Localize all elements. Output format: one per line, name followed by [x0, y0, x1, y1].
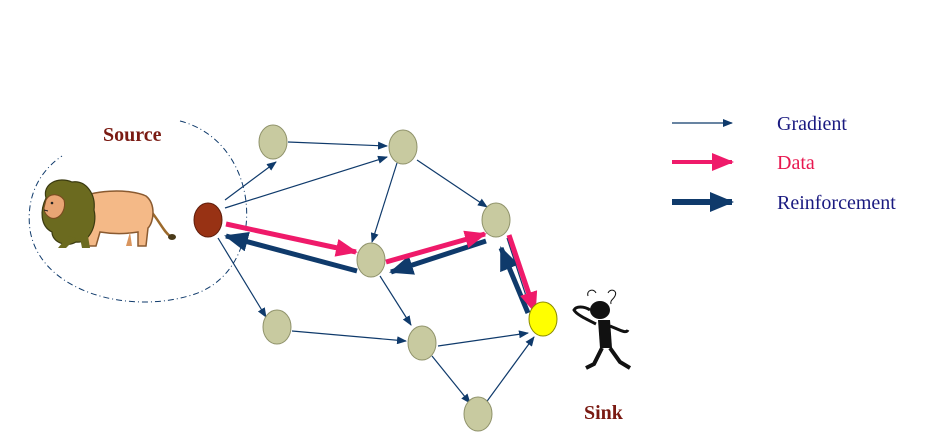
data-edge: [385, 230, 487, 265]
legend-reinforcement-label: Reinforcement: [777, 192, 896, 214]
network-node: [262, 309, 292, 345]
data-edge: [506, 234, 538, 314]
network-node: [258, 124, 288, 160]
network-node: [388, 129, 418, 165]
gradient-edge: [224, 155, 388, 209]
data-edge: [225, 221, 358, 257]
legend-data-label: Data: [777, 152, 815, 174]
source-range-arc: [28, 120, 248, 303]
source-label: Source: [103, 124, 162, 146]
sink-node: [528, 301, 558, 337]
gradient-edge: [217, 237, 267, 318]
gradient-edge: [287, 141, 388, 150]
gradient-edge: [431, 355, 471, 404]
confused-person-icon: [572, 289, 632, 370]
network-node: [407, 325, 437, 361]
data-edges: [225, 221, 538, 314]
gradient-edge: [379, 275, 412, 326]
sink-label: Sink: [584, 402, 624, 424]
legend-gradient-label: Gradient: [777, 113, 847, 135]
network-node: [463, 396, 493, 432]
lion-icon: [41, 179, 176, 248]
network-node: [481, 202, 511, 238]
source-node: [193, 202, 223, 238]
gradient-edge: [416, 159, 488, 208]
nodes: [258, 124, 511, 432]
gradient-edge: [291, 330, 407, 345]
gradient-edge: [437, 330, 529, 347]
network-node: [356, 242, 386, 278]
gradient-edge: [224, 161, 277, 201]
legend: Gradient Data Reinforcement: [672, 113, 896, 214]
reinforcement-edge: [224, 232, 358, 274]
gradient-edge: [484, 336, 535, 405]
gradient-edge: [370, 162, 398, 243]
